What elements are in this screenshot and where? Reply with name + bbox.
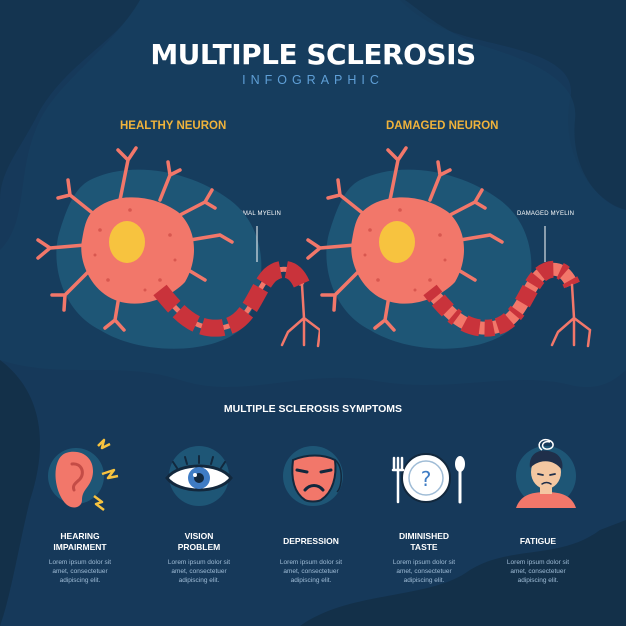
tired-person-icon <box>516 438 576 508</box>
healthy-neuron-illustration <box>36 146 320 349</box>
symptom-name: FATIGUE <box>519 536 557 546</box>
sad-mask-icon <box>283 446 343 506</box>
damaged-neuron-illustration <box>306 146 592 349</box>
damaged-neuron-heading: DAMAGED NEURON <box>386 120 499 132</box>
damaged-myelin-label: DAMAGED MYELIN <box>517 211 575 217</box>
normal-myelin-label: NORMAL MYELIN <box>229 211 282 217</box>
healthy-neuron-heading: HEALTHY NEURON <box>120 120 227 132</box>
page-subtitle: INFOGRAPHIC <box>242 73 384 87</box>
page-title: MULTIPLE SCLEROSIS <box>150 38 476 71</box>
symptom-name: DEPRESSION <box>283 536 339 546</box>
plate-question-icon: ? <box>391 453 465 504</box>
symptoms-heading: MULTIPLE SCLEROSIS SYMPTOMS <box>223 403 403 415</box>
ear-icon <box>48 438 119 511</box>
eye-icon <box>165 446 233 506</box>
svg-text:?: ? <box>421 467 432 491</box>
